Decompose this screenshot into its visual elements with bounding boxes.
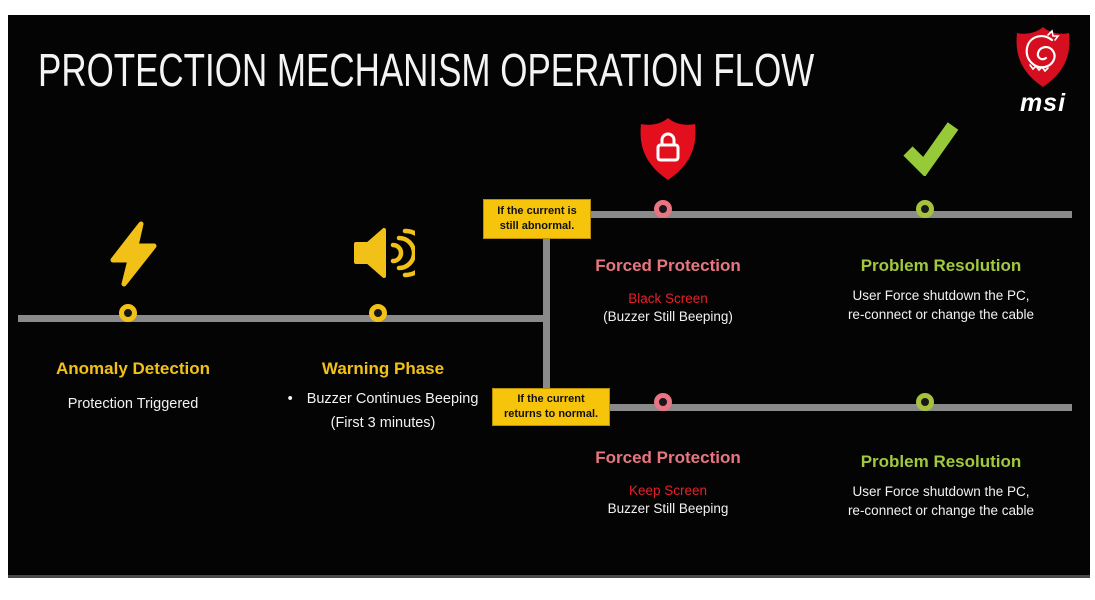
warning-phase-bullet-line: • Buzzer Continues Beeping [243,391,523,407]
branch-vertical-line [543,211,550,391]
branch2-resolution-desc: User Force shutdown the PC, re-connect o… [847,484,1035,518]
checkmark-icon [903,122,959,176]
condition-normal-line2: returns to normal. [503,408,599,420]
top-branch-line [549,211,1072,218]
anomaly-detection-desc: Protection Triggered [67,396,199,412]
bottom-branch-line [549,404,1072,411]
bullet-glyph: • [287,391,293,407]
warning-phase-desc2: (First 3 minutes) [330,415,436,431]
speaker-icon [354,228,415,278]
branch1-forced-line2: (Buzzer Still Beeping) [603,309,733,324]
branch1-resolution-desc: User Force shutdown the PC, re-connect o… [847,288,1035,322]
branch2-forced-line2: Buzzer Still Beeping [607,501,729,516]
branch2-forced-protection-title: Forced Protection [595,448,741,467]
branch1-forced-protection-title: Forced Protection [595,256,741,275]
msi-logo: msi [1008,25,1078,118]
branch2-problem-resolution-title: Problem Resolution [860,452,1022,471]
slide-background: PROTECTION MECHANISM OPERATION FLOW msi … [8,15,1090,578]
branch2-node-forced [654,393,672,411]
main-timeline-line [18,315,550,322]
branch1-problem-resolution-title: Problem Resolution [860,256,1022,275]
condition-abnormal-line2: still abnormal. [499,220,575,232]
lightning-icon [110,221,157,287]
timeline-node-anomaly [119,304,137,322]
msi-shield-dragon-icon [1016,27,1070,87]
condition-box-normal: If the current returns to normal. [492,388,610,426]
anomaly-detection-title: Anomaly Detection [56,359,210,378]
shield-lock-icon [640,118,696,180]
branch2-node-resolution [916,393,934,411]
condition-box-abnormal: If the current is still abnormal. [483,199,591,239]
warning-phase-title: Warning Phase [321,359,445,378]
timeline-node-warning [369,304,387,322]
branch1-node-resolution [916,200,934,218]
msi-wordmark: msi [1019,89,1067,117]
condition-normal-line1: If the current [517,393,585,406]
branch1-node-forced [654,200,672,218]
warning-phase-desc1: Buzzer Continues Beeping [306,391,479,407]
branch2-forced-line1: Keep Screen [628,483,708,498]
condition-abnormal-line1: If the current is [497,205,577,218]
page-title: PROTECTION MECHANISM OPERATION FLOW [38,44,815,96]
branch1-forced-line1: Black Screen [628,291,708,306]
